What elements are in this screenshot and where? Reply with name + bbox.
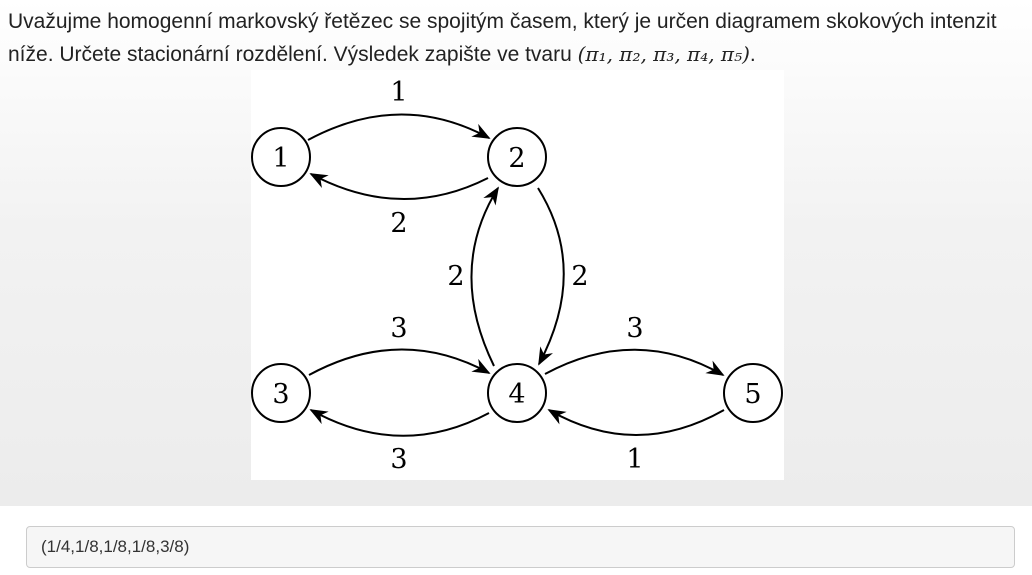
node-5-label: 5 [744,379,761,410]
rate-2-4-label: 2 [571,261,588,292]
node-2-label: 2 [508,143,525,174]
question-body: Uvažujme homogenní markovský řetězec se … [8,10,997,66]
node-1: 1 [251,127,311,187]
answer-input[interactable] [26,526,1015,568]
rate-4-2-label: 2 [447,261,464,292]
edge-4-3 [309,409,490,437]
node-4-label: 4 [508,379,525,410]
node-3: 3 [251,363,311,423]
edge-3-4 [308,348,491,376]
rate-5-4-label: 1 [626,444,643,475]
edge-2-1 [309,173,489,200]
markov-chain-diagram: 1 2 3 4 5 1 2 2 2 3 3 [251,70,784,480]
format-math: (π₁, π₂, π₃, π₄, π₅) [577,42,750,66]
node-4: 4 [487,363,547,423]
node-3-label: 3 [272,379,289,410]
edge-4-5 [544,348,725,376]
node-2: 2 [487,127,547,187]
question-text: Uvažujme homogenní markovský řetězec se … [8,6,1023,71]
edge-5-4 [547,409,725,436]
rate-2-1-label: 2 [390,208,407,239]
answer-area [0,506,1032,575]
question-panel: Uvažujme homogenní markovský řetězec se … [0,0,1032,506]
question-trailing: . [749,43,756,66]
node-1-label: 1 [272,143,289,174]
edge-2-4 [537,187,565,366]
rate-4-3-label: 3 [390,444,407,475]
rate-4-5-label: 3 [626,313,643,344]
edge-1-2 [307,113,491,141]
rate-1-2-label: 1 [390,77,407,108]
rate-3-4-label: 3 [390,313,407,344]
node-5: 5 [723,363,783,423]
edge-4-2 [470,186,499,367]
